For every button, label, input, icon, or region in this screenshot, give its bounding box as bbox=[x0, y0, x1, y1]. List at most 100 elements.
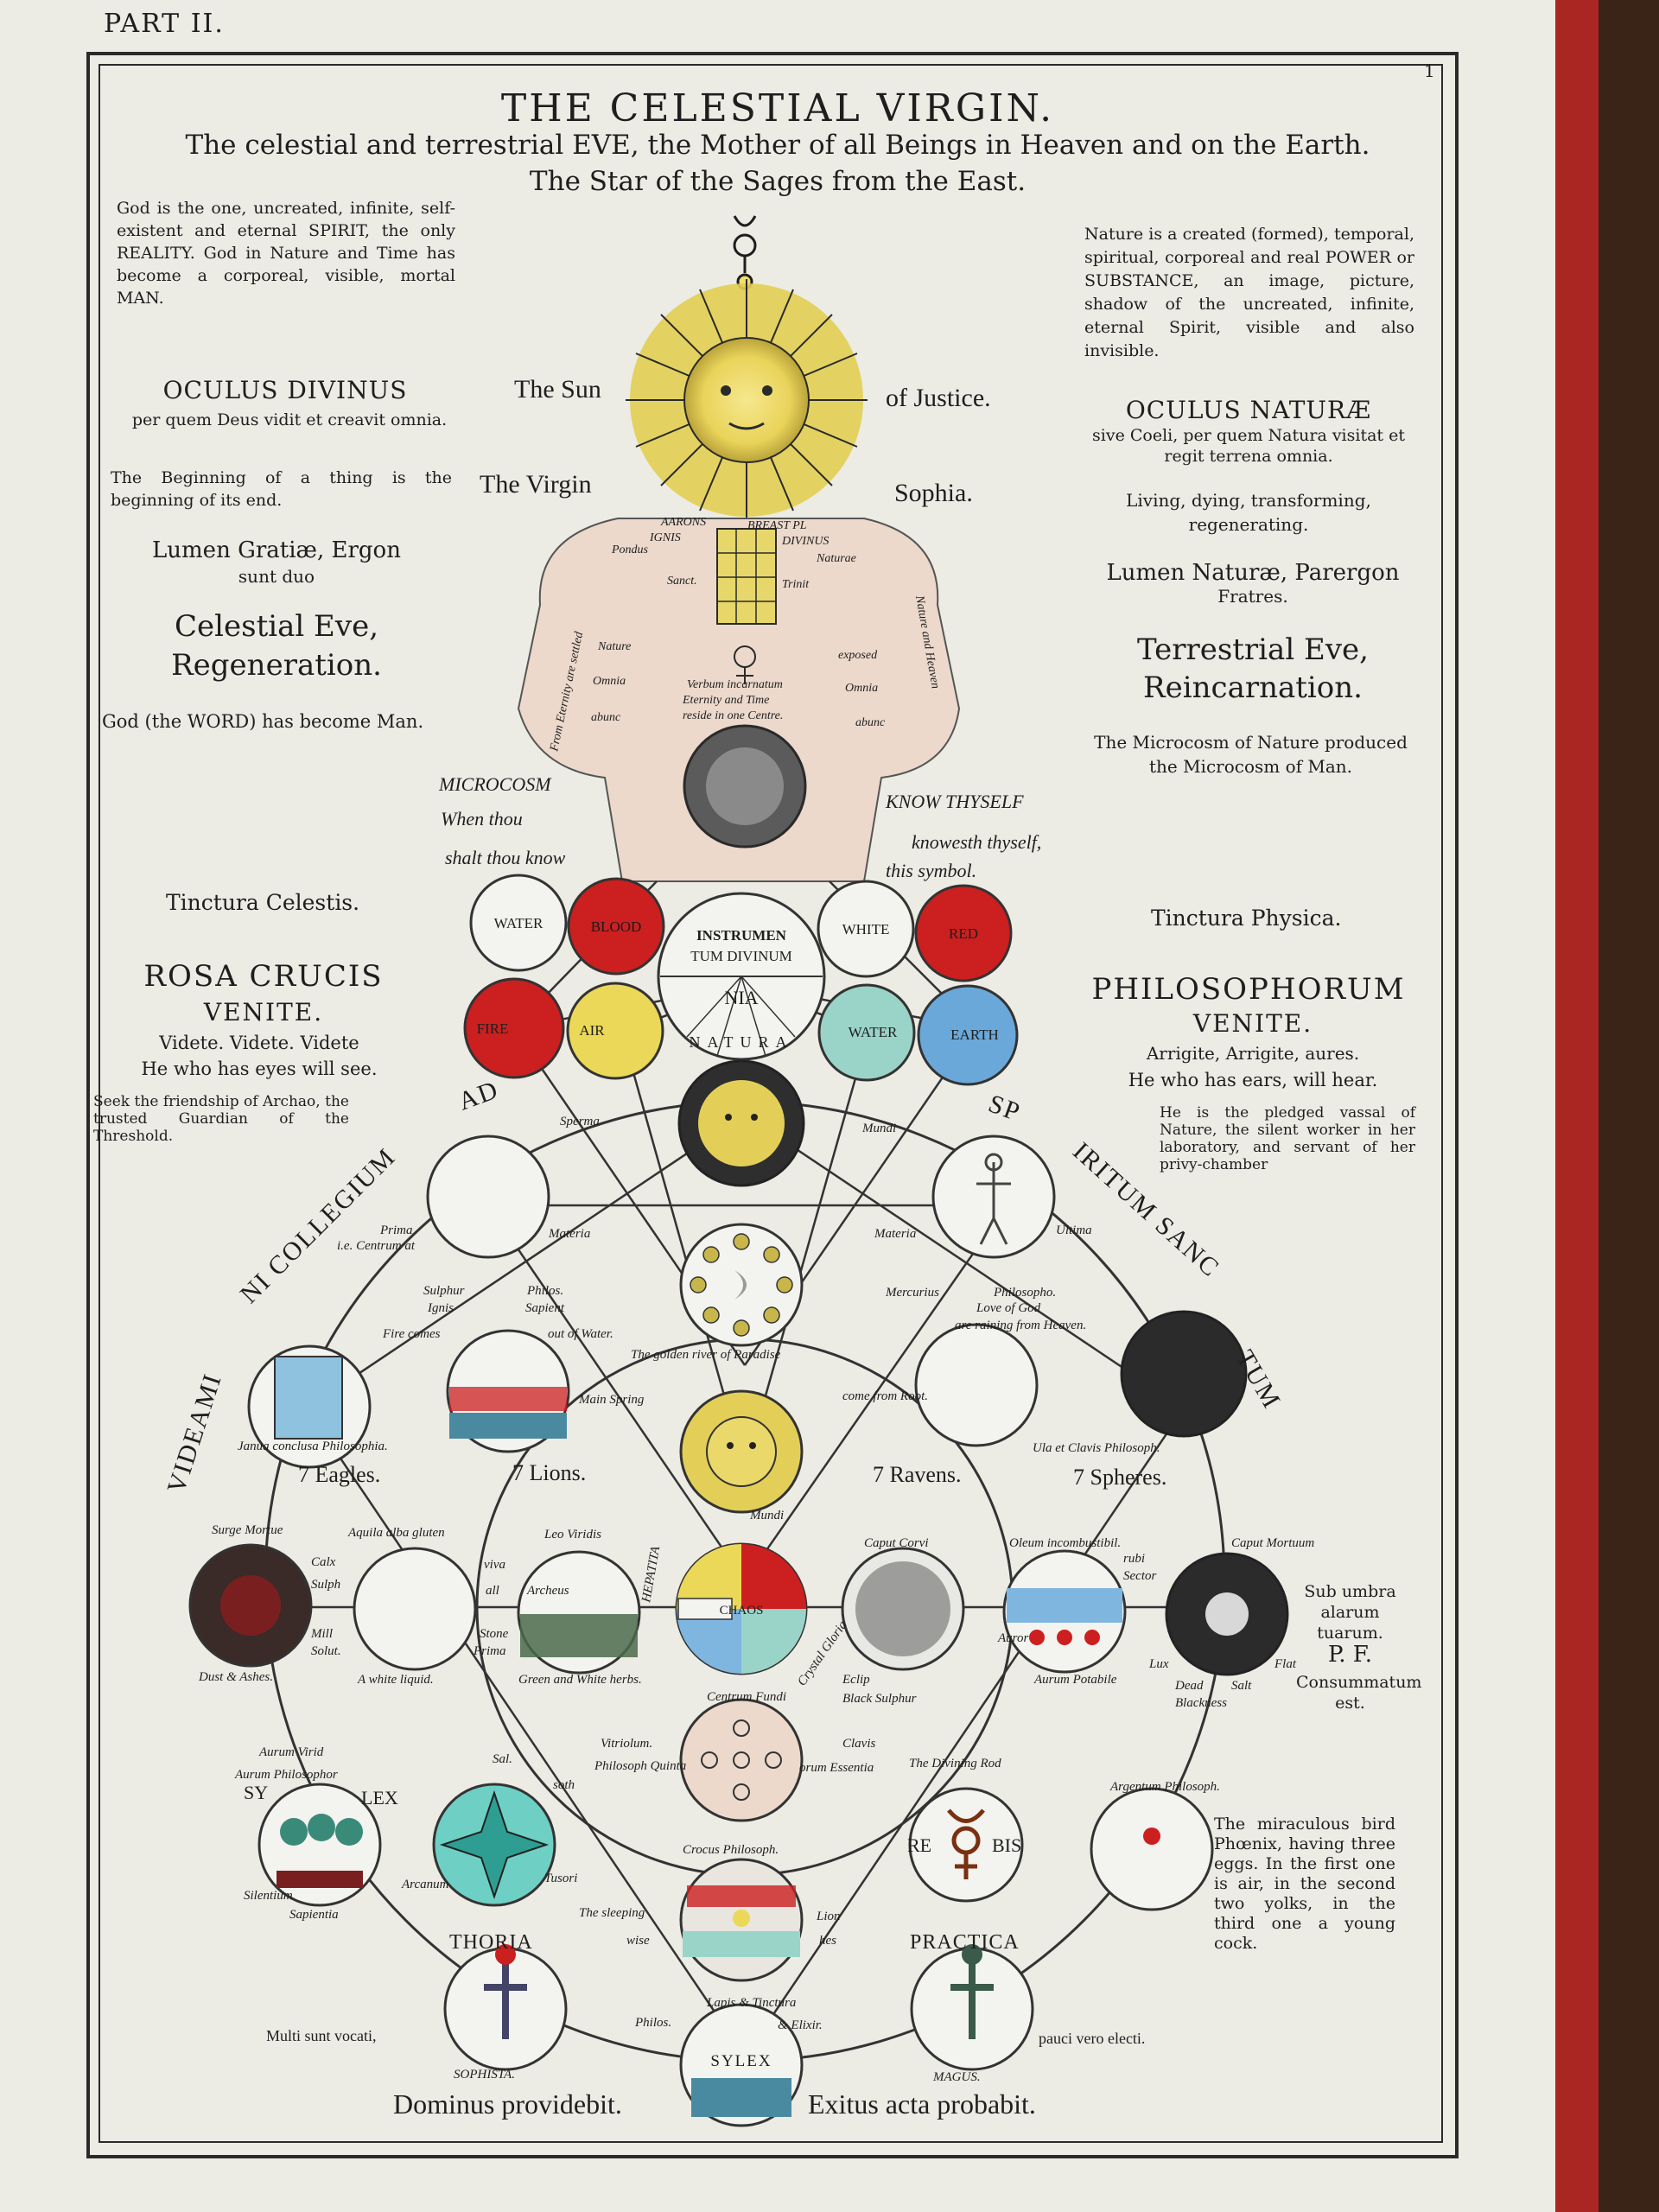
ring-iritum-sanc: IRITUM SANC bbox=[1067, 1137, 1225, 1283]
label-clavis: Ula et Clavis Philosoph. bbox=[1033, 1441, 1160, 1455]
label-all: all bbox=[486, 1584, 499, 1598]
label-magus: MAGUS. bbox=[932, 2070, 981, 2084]
microcosm-text: The Microcosm of Nature produced the Mic… bbox=[1094, 732, 1408, 777]
water2-circle bbox=[817, 983, 916, 1082]
sleeping-lion-circle bbox=[679, 1858, 804, 1982]
label-crocus: Crocus Philosoph. bbox=[683, 1843, 779, 1857]
label-sal: Sal. bbox=[493, 1752, 512, 1766]
pauci-electi: pauci vero electi. bbox=[1039, 2030, 1145, 2047]
label-bis: BIS bbox=[992, 1834, 1021, 1856]
label-lapis: Lapis & Tinctura bbox=[706, 1996, 796, 2010]
multi-vocati: Multi sunt vocati, bbox=[266, 2027, 377, 2044]
microcosm-line-2: When thou bbox=[441, 808, 523, 830]
venus-symbol-icon bbox=[734, 645, 756, 684]
four-winds-circle bbox=[426, 1135, 550, 1259]
label-dust: Dust & Ashes. bbox=[198, 1670, 273, 1684]
label-mercurius: Mercurius bbox=[885, 1286, 939, 1300]
label-salt: Salt bbox=[1231, 1679, 1252, 1693]
thoria-label: THORIA bbox=[449, 1931, 533, 1954]
quintessence-circle bbox=[679, 1698, 804, 1822]
consummatum: Consummatum est. bbox=[1296, 1673, 1422, 1713]
dominus-providebit: Dominus providebit. bbox=[393, 2088, 622, 2120]
red-circle bbox=[914, 884, 1013, 982]
oculus-divinus-heading: OCULUS DIVINUS bbox=[162, 376, 408, 404]
label-prima2: Prima bbox=[473, 1644, 506, 1658]
sub-umbra: Sub umbra alarum tuarum. bbox=[1304, 1582, 1396, 1643]
label-divining: The Divining Rod bbox=[909, 1757, 1001, 1770]
skull-icon bbox=[1205, 1592, 1249, 1636]
label-surge: Surge Mortue bbox=[212, 1523, 283, 1537]
phoenix-text: The miraculous bird Phœnix, having three… bbox=[1214, 1815, 1395, 1953]
label-eclipse: Eclip bbox=[842, 1673, 870, 1687]
oculus-naturae-text: sive Coeli, per quem Natura visitat et r… bbox=[1092, 426, 1405, 466]
vassal-text: He is the pledged vassal of Nature, the … bbox=[1160, 1104, 1415, 1173]
ring-ad: AD bbox=[454, 1075, 503, 1116]
water2-label: WATER bbox=[849, 1024, 898, 1040]
seven-eagles: 7 Eagles. bbox=[298, 1462, 380, 1487]
label-ultima: Ultima bbox=[1056, 1224, 1092, 1237]
label-philosoph-quinta: Philosoph Quinta bbox=[594, 1759, 686, 1773]
label-tusori: Tusori bbox=[544, 1872, 577, 1885]
label-sapientia: Sapientia bbox=[289, 1908, 339, 1922]
label-prima: Prima bbox=[379, 1224, 413, 1237]
archao-text: Seek the friendship of Archao, the trust… bbox=[93, 1093, 349, 1145]
earth-label: EARTH bbox=[950, 1027, 999, 1043]
label-centrum: i.e. Centrum at bbox=[337, 1239, 416, 1253]
label-blackness: Blackness bbox=[1175, 1696, 1227, 1710]
label-lex: LEX bbox=[361, 1787, 398, 1808]
label-centrum-fundi: Centrum Fundi bbox=[707, 1690, 786, 1704]
label-calx: Calx bbox=[311, 1555, 336, 1569]
label-materia-right: Materia bbox=[874, 1227, 916, 1241]
verbum-line-3: reside in one Centre. bbox=[683, 709, 783, 722]
label-pondus: Pondus bbox=[611, 543, 649, 556]
label-vitriolum: Vitriolum. bbox=[601, 1737, 652, 1751]
sun-label-left: The Sun bbox=[514, 375, 601, 404]
label-omnia-left: Omnia bbox=[593, 675, 626, 688]
label-naturae: Naturae bbox=[816, 552, 856, 565]
label-black-sulphur: Black Sulphur bbox=[842, 1692, 917, 1706]
beginning-text: The Beginning of a thing is the beginnin… bbox=[111, 468, 452, 510]
label-out-water: out of Water. bbox=[548, 1327, 613, 1341]
fire-label: FIRE bbox=[477, 1020, 509, 1037]
plate-title: THE CELESTIAL VIRGIN. bbox=[500, 86, 1055, 130]
instrumentum-line-2: TUM DIVINUM bbox=[690, 948, 792, 964]
label-essentia: orum Essentia bbox=[799, 1761, 874, 1775]
label-divinus: DIVINUS bbox=[781, 535, 829, 548]
label-viva: viva bbox=[484, 1558, 505, 1572]
rosa-crucis: ROSA CRUCIS bbox=[143, 959, 384, 994]
label-mundi2: Mundi bbox=[749, 1509, 784, 1522]
seven-lions: 7 Lions. bbox=[512, 1460, 586, 1485]
label-trinit: Trinit bbox=[782, 578, 810, 591]
label-sector: Sector bbox=[1123, 1569, 1156, 1583]
reincarnation: Reincarnation. bbox=[1143, 671, 1363, 705]
label-aurum: Aurum Potabile bbox=[1033, 1673, 1117, 1687]
label-mill: Mill bbox=[310, 1627, 333, 1641]
crescent-moon-icon bbox=[734, 1270, 747, 1300]
lumen-gratiae: Lumen Gratiæ, Ergon bbox=[152, 537, 401, 563]
white-label: WHITE bbox=[842, 921, 890, 938]
virgin-sophia-figure bbox=[517, 518, 961, 882]
ring-sp: SP bbox=[985, 1090, 1025, 1128]
label-ignis: IGNIS bbox=[649, 531, 681, 544]
label-hes: hes bbox=[819, 1934, 836, 1948]
label-argentum: Argentum Philosoph. bbox=[1109, 1780, 1220, 1794]
label-sanct: Sanct. bbox=[667, 575, 697, 588]
phoenix-circle bbox=[1090, 1787, 1214, 1911]
label-breast: BREAST PL bbox=[747, 519, 807, 532]
virgin-label-right: Sophia. bbox=[894, 479, 973, 507]
seven-spheres: 7 Spheres. bbox=[1073, 1465, 1166, 1490]
label-sy: SY bbox=[244, 1782, 268, 1803]
star-icon bbox=[439, 1789, 550, 1900]
chaos-label: CHAOS bbox=[720, 1604, 764, 1618]
chaos-circle bbox=[675, 1542, 808, 1675]
label-raining: are raining from Heaven. bbox=[955, 1319, 1086, 1332]
white-liquid-circle bbox=[353, 1547, 477, 1671]
divining-rod-circle bbox=[908, 1787, 1024, 1903]
natura-label: NATURA bbox=[689, 1033, 793, 1051]
instrumentum-line-1: INSTRUMEN bbox=[696, 927, 787, 944]
label-wise: wise bbox=[626, 1934, 650, 1948]
label-lion: Lion bbox=[816, 1910, 841, 1923]
label-flat: Flat bbox=[1274, 1657, 1297, 1671]
label-hepatita: HEPATITA bbox=[639, 1545, 663, 1605]
venite-left: VENITE. bbox=[203, 998, 324, 1027]
